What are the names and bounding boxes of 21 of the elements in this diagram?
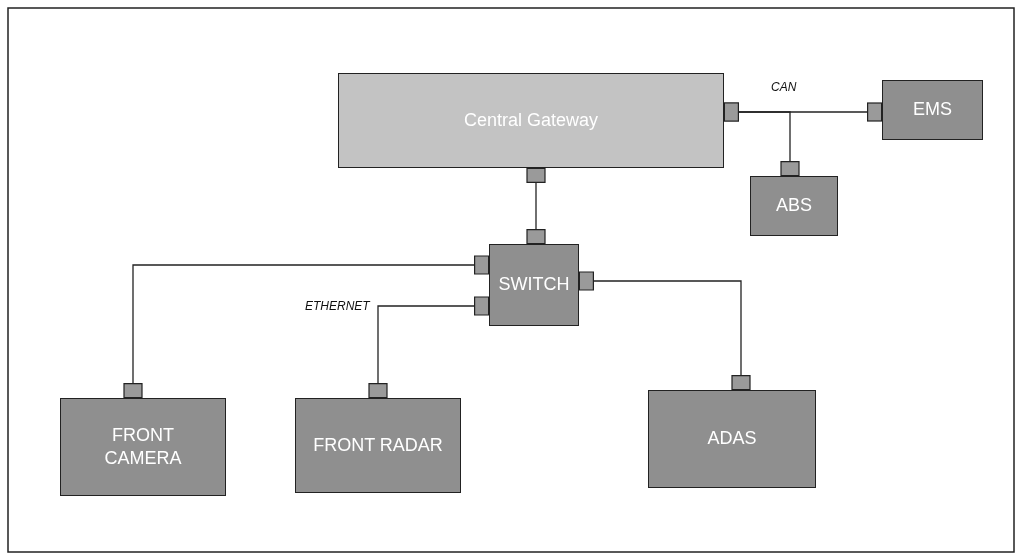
bus-label: ETHERNET (305, 299, 370, 313)
connector-line (526, 167, 546, 245)
connector-line (368, 296, 490, 399)
ecu-box (295, 398, 461, 493)
switch-box (489, 244, 579, 326)
ecu-box (750, 176, 838, 236)
node-label: EMS (912, 98, 953, 122)
connector-line (123, 255, 490, 399)
node-label: ADAS (706, 427, 758, 451)
ecu-box (648, 390, 816, 488)
gateway-box (338, 73, 724, 168)
node-label: SWITCH (497, 273, 571, 297)
connector-line (723, 102, 800, 177)
connector-line (578, 271, 751, 391)
node-label: FRONT CAMERA (103, 423, 183, 470)
bus-label: CAN (771, 80, 797, 94)
node-label: FRONT RADAR (312, 433, 444, 457)
node-label: ABS (775, 194, 813, 218)
ecu-box (60, 398, 226, 496)
node-label: Central Gateway (462, 108, 600, 132)
ecu-box (882, 80, 983, 140)
